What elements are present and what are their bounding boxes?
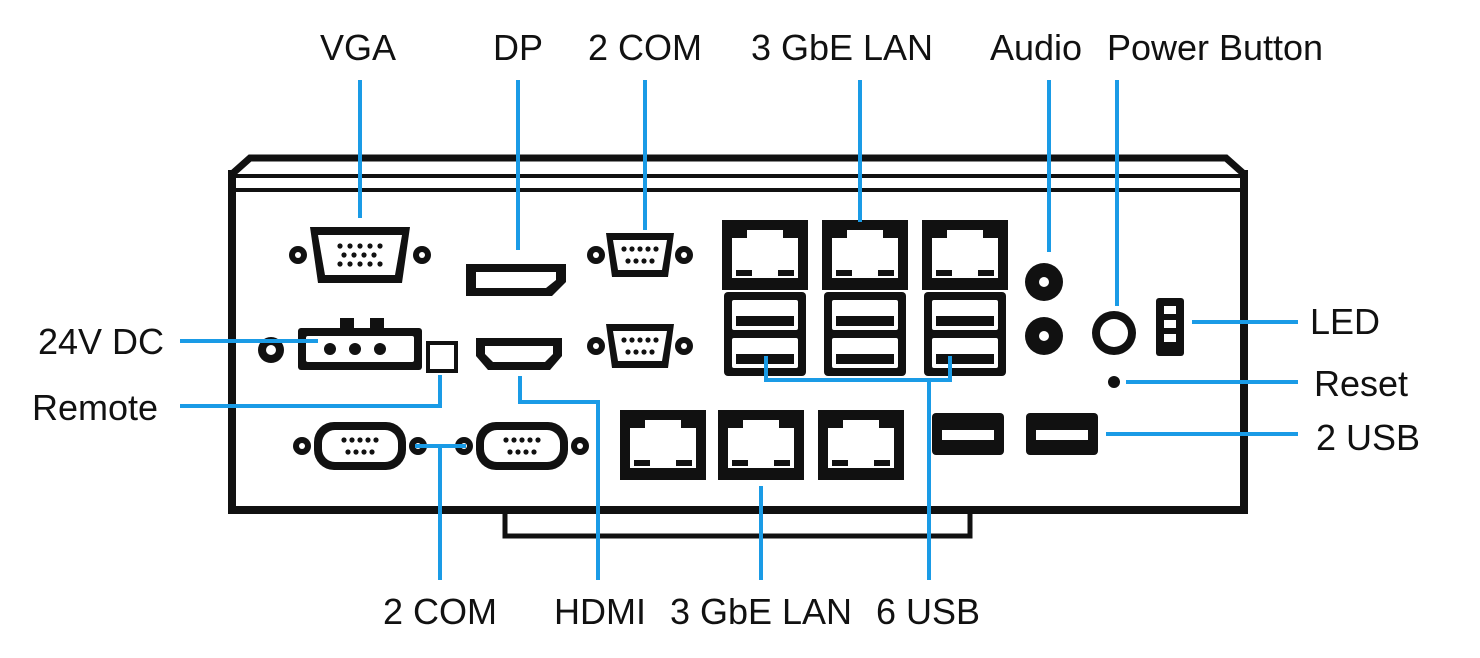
reset-hole <box>1108 376 1120 388</box>
label-audio: Audio <box>990 27 1082 68</box>
label-com-top: 2 COM <box>588 27 702 68</box>
label-lan-top: 3 GbE LAN <box>751 27 933 68</box>
label-vga: VGA <box>320 27 396 68</box>
audio-jacks <box>1025 263 1063 355</box>
lan-port-bottom-2 <box>718 410 804 480</box>
displayport <box>466 264 566 296</box>
leader-lines <box>180 80 1298 580</box>
lan-port-bottom-3 <box>818 410 904 480</box>
lan-port-top-1 <box>722 220 808 290</box>
lan-port-top-3 <box>922 220 1008 290</box>
usb-port-right-2 <box>1026 413 1098 455</box>
power-button <box>1092 311 1136 355</box>
label-led: LED <box>1310 301 1380 342</box>
dc-power-connector <box>258 318 422 370</box>
vga-port <box>289 227 431 283</box>
usb-port-right-1 <box>932 413 1004 455</box>
lan-port-top-2 <box>822 220 908 290</box>
labels: VGA DP 2 COM 3 GbE LAN Audio Power Butto… <box>32 27 1420 632</box>
label-dp: DP <box>493 27 543 68</box>
hdmi-port <box>476 338 562 370</box>
label-dc: 24V DC <box>38 321 164 362</box>
label-remote: Remote <box>32 387 158 428</box>
label-usb-bottom: 6 USB <box>876 591 980 632</box>
usb-stack-3 <box>924 292 1006 376</box>
remote-connector <box>426 341 458 373</box>
label-lan-bottom: 3 GbE LAN <box>670 591 852 632</box>
label-power-button: Power Button <box>1107 27 1323 68</box>
label-hdmi: HDMI <box>554 591 646 632</box>
label-com-bottom: 2 COM <box>383 591 497 632</box>
label-reset: Reset <box>1314 363 1408 404</box>
led-indicators <box>1156 298 1184 356</box>
lan-port-bottom-1 <box>620 410 706 480</box>
label-usb-right: 2 USB <box>1316 417 1420 458</box>
usb-stack-2 <box>824 292 906 376</box>
